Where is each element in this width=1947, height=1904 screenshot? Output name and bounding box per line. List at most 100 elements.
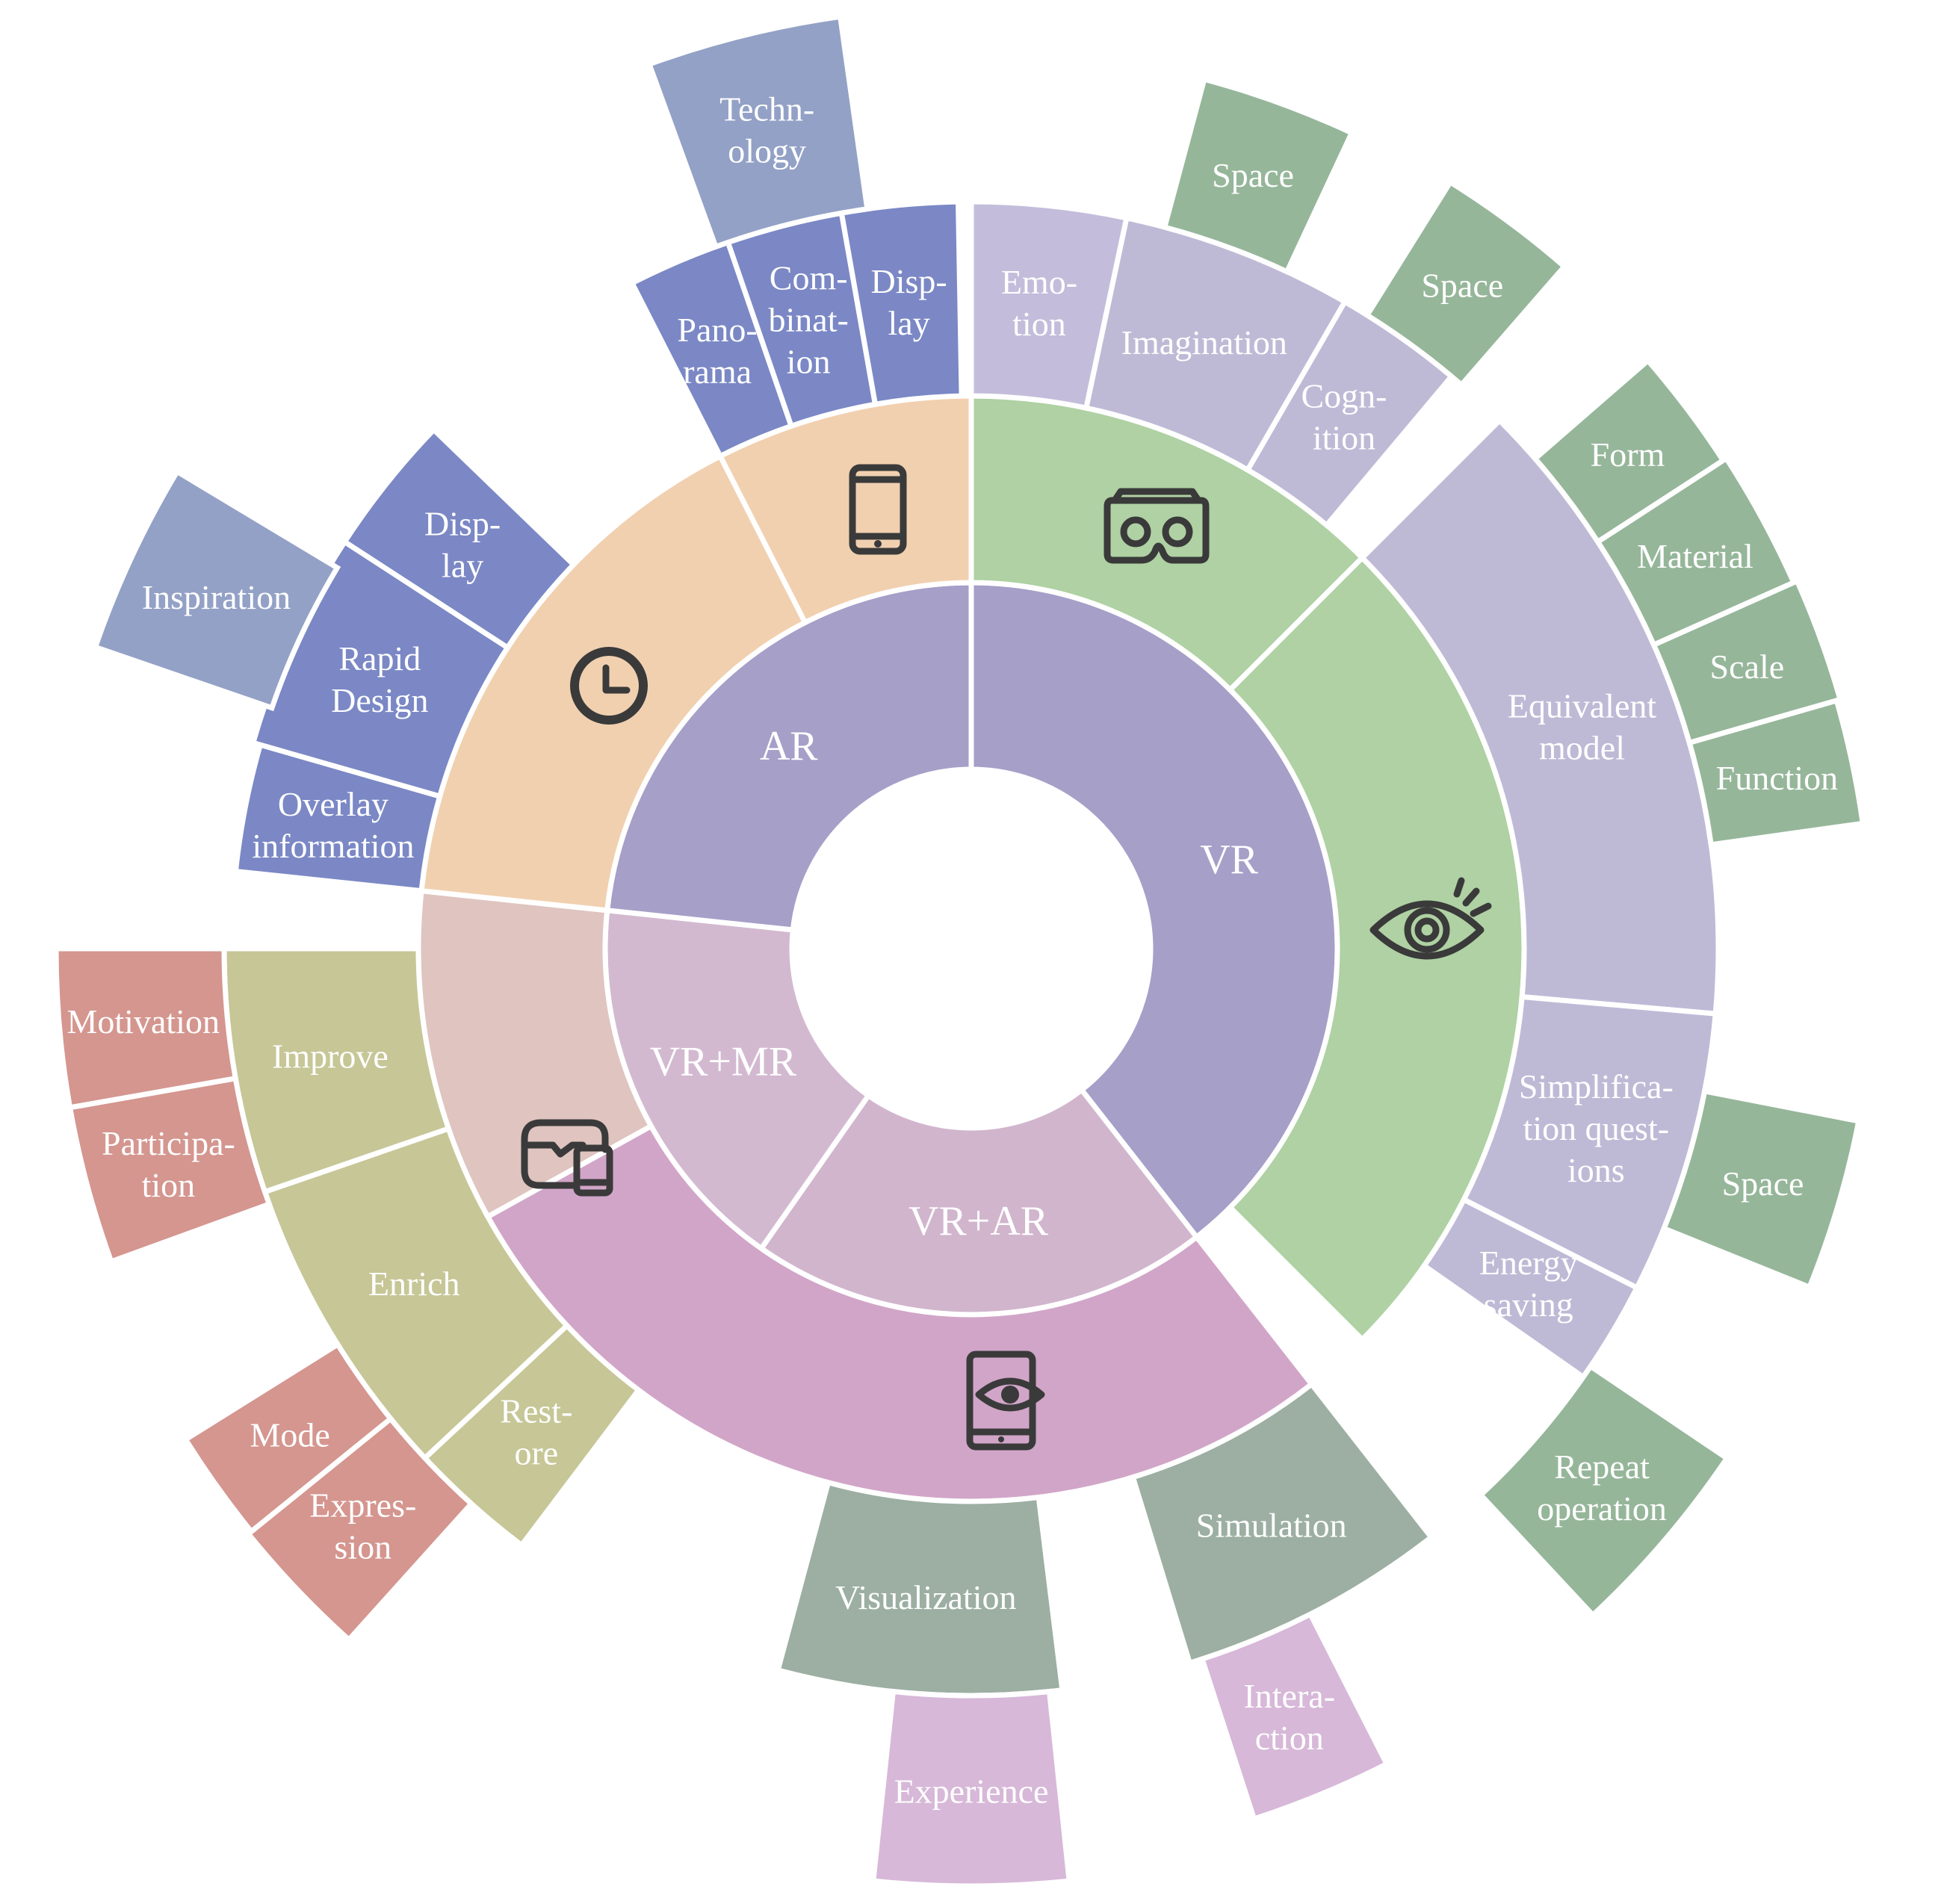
- interaction-label-line: ction: [1255, 1718, 1324, 1756]
- function-label: Function: [1716, 758, 1839, 796]
- simulation-label-line: Simulation: [1196, 1506, 1347, 1544]
- vrmr-label: VR+MR: [650, 1038, 797, 1085]
- scale-label-line: Scale: [1710, 648, 1785, 686]
- combination-label: Com-binat-ion: [769, 258, 849, 380]
- visualization-label-line: Visualization: [835, 1578, 1017, 1616]
- mode-label-line: Mode: [250, 1415, 330, 1454]
- mode-segment: [182, 1341, 394, 1536]
- space-2-label-line: Space: [1421, 266, 1503, 304]
- panorama-label: Pano-rama: [677, 311, 757, 391]
- vrmr-label-line: VR+MR: [650, 1038, 797, 1085]
- display-ar-label-line: Disp-: [424, 504, 501, 542]
- equivalent-model-label-line: Equivalent: [1508, 686, 1656, 725]
- energy-saving-label-line: Energy: [1479, 1244, 1578, 1282]
- simplification-label-line: Simplifica-: [1519, 1067, 1674, 1105]
- experience-label: Experience: [894, 1772, 1049, 1810]
- participation-label: Participa-tion: [102, 1123, 235, 1203]
- space-3-segment: [1660, 1088, 1862, 1291]
- combination-label-line: Com-: [770, 258, 848, 297]
- restore-label: Rest-ore: [500, 1392, 572, 1472]
- interaction-label-line: Intera-: [1243, 1676, 1335, 1714]
- simulation-label: Simulation: [1196, 1506, 1347, 1544]
- repeat-operation-label-line: operation: [1537, 1489, 1667, 1527]
- display-ar-label: Disp-lay: [424, 504, 501, 584]
- energy-saving-segment: [1420, 1196, 1641, 1381]
- rapid-design-label-line: Rapid: [338, 639, 421, 677]
- overlay-information-label-line: Overlay: [278, 784, 389, 822]
- emotion-label-line: tion: [1012, 304, 1066, 342]
- simulation-segment: [1129, 1380, 1435, 1666]
- inspiration-label-line: Inspiration: [142, 577, 291, 615]
- combination-label-line: ion: [787, 342, 831, 380]
- overlay-information-label-line: information: [252, 826, 414, 864]
- rapid-design-label-line: Design: [331, 681, 428, 719]
- technology-segment: [646, 13, 870, 250]
- display-phone-label-line: lay: [888, 304, 930, 342]
- motivation-label: Motivation: [67, 1002, 220, 1040]
- space-3-label: Space: [1722, 1164, 1804, 1202]
- vr-label-line: VR: [1200, 837, 1258, 883]
- function-label-line: Function: [1716, 758, 1839, 796]
- imagination-label: Imagination: [1121, 323, 1287, 361]
- cognition-label-line: ition: [1313, 418, 1375, 456]
- vrar-label: VR+AR: [909, 1198, 1049, 1244]
- expression-label-line: sion: [334, 1528, 391, 1566]
- form-label: Form: [1591, 435, 1665, 474]
- function-segment: [1686, 697, 1866, 848]
- expression-label: Expres-sion: [309, 1486, 416, 1566]
- ar-label: AR: [760, 723, 818, 769]
- improve-label-line: Improve: [272, 1037, 389, 1075]
- eye-icon: [1369, 877, 1492, 960]
- simplification-label: Simplifica-tion quest-ions: [1519, 1067, 1674, 1188]
- display-ar-segment: [341, 426, 578, 651]
- simplification-label-line: ions: [1567, 1150, 1625, 1188]
- emotion-label-line: Emo-: [1001, 262, 1077, 300]
- display-phone-label-line: Disp-: [870, 262, 947, 300]
- participation-label-line: tion: [142, 1165, 196, 1203]
- restore-label-line: ore: [514, 1433, 558, 1472]
- interaction-label: Intera-ction: [1243, 1676, 1335, 1756]
- phone-icon: [849, 464, 907, 555]
- space-1-label: Space: [1212, 155, 1294, 193]
- space-2-segment: [1363, 179, 1568, 389]
- experience-segment: [870, 1688, 1073, 1889]
- restore-label-line: Rest-: [500, 1392, 572, 1430]
- technology-label-line: ology: [728, 131, 806, 170]
- form-label-line: Form: [1591, 435, 1665, 474]
- ar-label-line: AR: [760, 723, 818, 769]
- repeat-operation-segment: [1477, 1362, 1731, 1619]
- energy-saving-label-line: saving: [1484, 1286, 1573, 1324]
- imagination-label-line: Imagination: [1121, 323, 1287, 361]
- enrich-label-line: Enrich: [368, 1265, 460, 1303]
- scale-label: Scale: [1710, 648, 1785, 686]
- material-label-line: Material: [1637, 536, 1753, 574]
- vrar-label-line: VR+AR: [909, 1198, 1049, 1244]
- material-label: Material: [1637, 536, 1753, 574]
- improve-label: Improve: [272, 1037, 389, 1075]
- panorama-label-line: rama: [683, 353, 752, 391]
- space-1-segment: [1161, 75, 1355, 276]
- participation-label-line: Participa-: [102, 1123, 235, 1162]
- vr-label: VR: [1200, 837, 1258, 883]
- cognition-label-line: Cogn-: [1301, 376, 1387, 415]
- space-3-label-line: Space: [1722, 1164, 1804, 1202]
- cognition-label: Cogn-ition: [1301, 376, 1387, 456]
- simplification-label-line: tion quest-: [1523, 1108, 1669, 1147]
- technology-label: Techn-ology: [719, 90, 814, 170]
- equivalent-model-label-line: model: [1539, 728, 1625, 766]
- clock-icon: [570, 647, 648, 725]
- space-2-label: Space: [1421, 266, 1503, 304]
- space-1-label-line: Space: [1212, 155, 1294, 193]
- motivation-label-line: Motivation: [67, 1002, 220, 1040]
- enrich-label: Enrich: [368, 1265, 460, 1303]
- display-phone-segment: [838, 199, 965, 408]
- inspiration-segment: [92, 468, 341, 712]
- experience-label-line: Experience: [894, 1772, 1049, 1810]
- technology-label-line: Techn-: [719, 90, 814, 128]
- vr-mr-devices-icon: [521, 1119, 613, 1197]
- vr-headset-icon: [1103, 488, 1210, 564]
- expression-label-line: Expres-: [309, 1486, 416, 1524]
- inspiration-label: Inspiration: [142, 577, 291, 615]
